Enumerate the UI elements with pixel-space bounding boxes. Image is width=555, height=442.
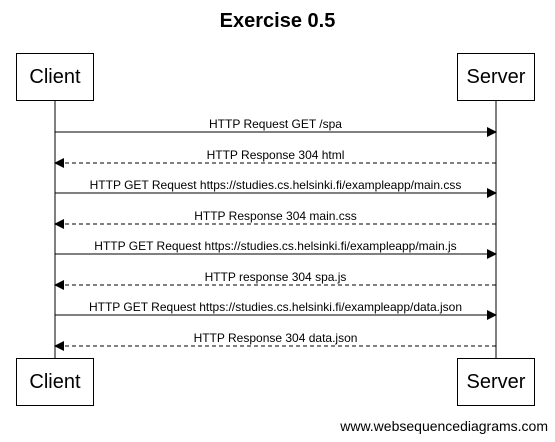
diagram-title: Exercise 0.5 [219,10,336,32]
participant-server-bottom: Server [457,358,535,406]
participant-server-top: Server [457,53,535,101]
message-label-2: HTTP Response 304 html [207,148,345,162]
message-label-3: HTTP GET Request https://studies.cs.hels… [90,178,462,192]
message-label-1: HTTP Request GET /spa [209,117,342,131]
message-label-5: HTTP GET Request https://studies.cs.hels… [94,239,456,253]
participant-client-bottom: Client [16,358,94,406]
message-label-4: HTTP Response 304 main.css [194,209,357,223]
message-label-6: HTTP response 304 spa.js [205,270,347,284]
credit-text: www.websequencediagrams.com [340,418,548,434]
participant-client-top: Client [16,53,94,101]
message-label-7: HTTP GET Request https://studies.cs.hels… [89,300,462,314]
message-label-8: HTTP Response 304 data.json [194,331,358,345]
